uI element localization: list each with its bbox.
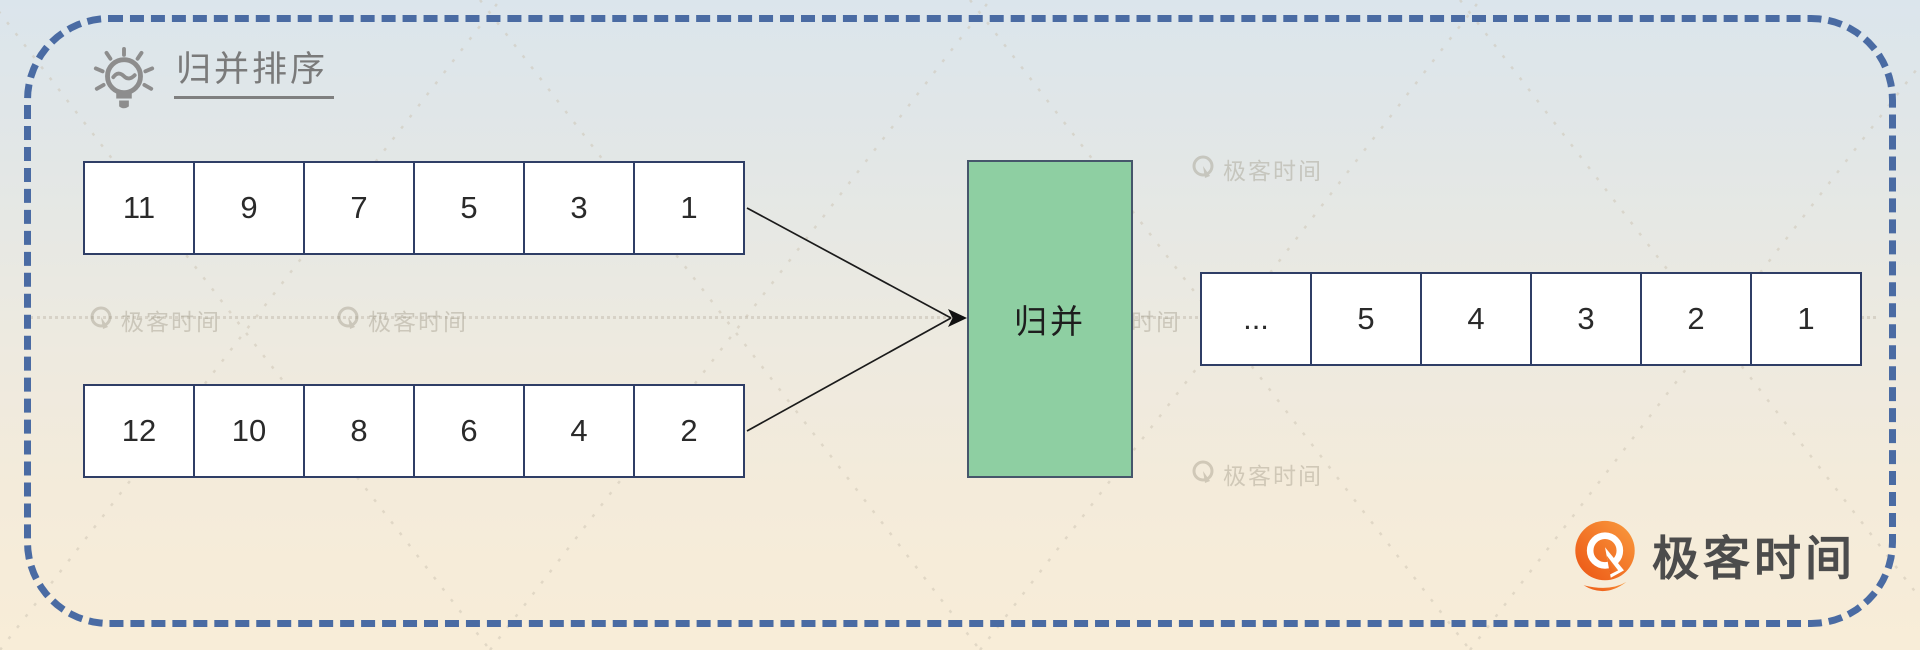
diagram-header: 归并排序 <box>90 46 335 120</box>
array-cell: 2 <box>1640 272 1752 366</box>
array-cell: 3 <box>1530 272 1642 366</box>
array-cell: 7 <box>303 161 415 255</box>
geektime-q-icon <box>1192 460 1214 483</box>
array-cell: 5 <box>1310 272 1422 366</box>
array-cell: 1 <box>1750 272 1862 366</box>
array-cell: 4 <box>523 384 635 478</box>
geektime-q-icon <box>1192 155 1214 178</box>
watermark-text: 极客时间 <box>1223 158 1323 184</box>
watermark-text: 极客时间 <box>121 309 221 335</box>
array-cell: 11 <box>83 161 195 255</box>
watermark-text: 极客时间 <box>368 309 468 335</box>
result-array: ... 5 4 3 2 1 <box>1200 272 1862 366</box>
array-cell: 8 <box>303 384 415 478</box>
geektime-q-icon <box>90 306 112 329</box>
brand-logo: 极客时间 <box>1572 518 1856 598</box>
watermark: 极客时间 <box>1190 457 1323 491</box>
array-cell: 3 <box>523 161 635 255</box>
watermark-text: 极客时间 <box>1223 463 1323 489</box>
page-title: 归并排序 <box>174 46 335 99</box>
top-array: 11 9 7 5 3 1 <box>83 161 745 255</box>
array-cell: 1 <box>633 161 745 255</box>
array-cell: 12 <box>83 384 195 478</box>
array-cell: 2 <box>633 384 745 478</box>
watermark: 极客时间 <box>1190 152 1323 186</box>
array-cell: 9 <box>193 161 305 255</box>
array-cell: 10 <box>193 384 305 478</box>
array-cell: 6 <box>413 384 525 478</box>
merge-box: 归并 <box>967 160 1133 478</box>
geektime-logo-icon <box>1575 520 1635 592</box>
watermark: 极客时间 <box>335 303 468 337</box>
lightbulb-icon <box>93 47 155 109</box>
bottom-array: 12 10 8 6 4 2 <box>83 384 745 478</box>
geektime-q-icon <box>337 306 359 329</box>
brand-name: 极客时间 <box>1652 531 1856 585</box>
dashed-frame-border <box>24 15 1896 627</box>
array-cell: 4 <box>1420 272 1532 366</box>
array-cell: ... <box>1200 272 1312 366</box>
watermark: 极客时间 <box>88 303 221 337</box>
array-cell: 5 <box>413 161 525 255</box>
